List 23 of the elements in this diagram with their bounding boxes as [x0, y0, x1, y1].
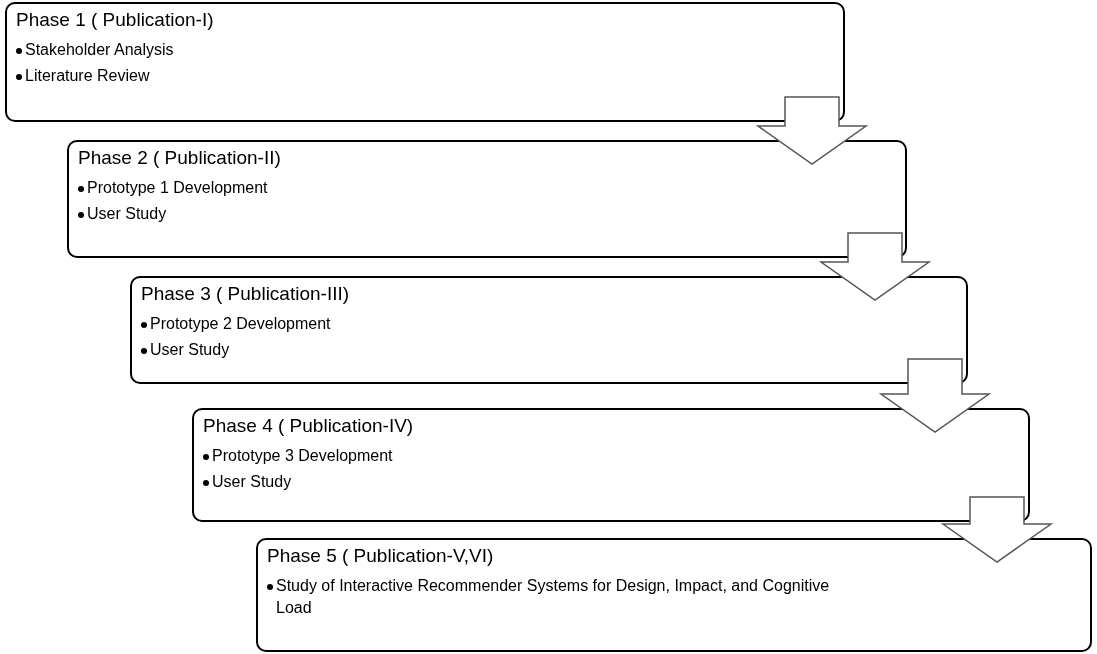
- phase-heading: Phase 4 ( Publication-IV): [203, 414, 414, 438]
- phase-heading: Phase 3 ( Publication-III): [141, 282, 350, 306]
- phase-heading: Phase 1 ( Publication-I): [16, 8, 214, 32]
- bullet-text: Literature Review: [25, 66, 150, 86]
- block-arrow: [878, 358, 992, 433]
- bullet-text: User Study: [212, 472, 292, 492]
- bullet-text: Study of Interactive Recommender Systems for Design, Impact, and Cognitive Load: [276, 576, 831, 618]
- phase-box: [192, 408, 1030, 522]
- bullet-text: Prototype 2 Development: [150, 314, 331, 334]
- phase-box: [67, 140, 907, 258]
- bullet-text: Prototype 3 Development: [212, 446, 393, 466]
- phase-box: [130, 276, 968, 384]
- bullet-text: User Study: [150, 340, 230, 360]
- bullet-text: User Study: [87, 204, 167, 224]
- bullet-text: Stakeholder Analysis: [25, 40, 174, 60]
- phase-box: [5, 2, 845, 122]
- phase-heading: Phase 5 ( Publication-V,VI): [267, 544, 494, 568]
- block-arrow: [755, 96, 869, 165]
- block-arrow: [940, 496, 1054, 563]
- phase-box: [256, 538, 1092, 652]
- bullet-text: Prototype 1 Development: [87, 178, 268, 198]
- block-arrow: [818, 232, 932, 301]
- phase-heading: Phase 2 ( Publication-II): [78, 146, 281, 170]
